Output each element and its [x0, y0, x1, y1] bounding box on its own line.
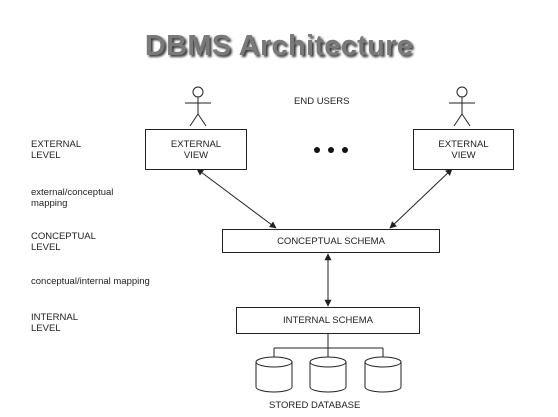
ext-left-to-conceptual-arrow: [196, 168, 277, 229]
user-icon: [185, 86, 211, 127]
page-title: DBMS Architecture: [144, 30, 414, 62]
external-view-left-line1: EXTERNAL: [170, 138, 222, 150]
ext-right-to-conceptual-arrow: [389, 168, 453, 229]
conceptual-level-label-line2: LEVEL: [31, 242, 61, 253]
database-cylinder-icon: [309, 356, 347, 393]
external-level-label-line1: EXTERNAL: [31, 139, 82, 150]
external-view-right-line1: EXTERNAL: [438, 138, 489, 150]
stored-database-label: STORED DATABASE: [269, 400, 361, 411]
end-users-label: END USERS: [294, 96, 350, 107]
external-view-right-box: EXTERNAL VIEW: [413, 129, 514, 170]
external-view-left-line2: VIEW: [183, 149, 209, 161]
internal-schema-box: INTERNAL SCHEMA: [236, 307, 420, 334]
user-icon: [449, 86, 475, 127]
external-level-label-line2: LEVEL: [31, 150, 61, 161]
internal-level-label: INTERNAL LEVEL: [31, 312, 78, 334]
database-connector: [273, 334, 384, 358]
database-cylinder-icon: [364, 356, 402, 393]
internal-level-label-line1: INTERNAL: [31, 312, 78, 323]
external-view-left-box: EXTERNAL VIEW: [145, 129, 247, 170]
conceptual-level-label: CONCEPTUAL LEVEL: [31, 231, 96, 253]
conceptual-schema-box: CONCEPTUAL SCHEMA: [222, 229, 440, 253]
conceptual-internal-mapping-label: conceptual/internal mapping: [31, 276, 150, 287]
ext-conc-mapping-line2: mapping: [31, 198, 68, 209]
database-cylinder-icon: [255, 356, 293, 393]
external-conceptual-mapping-label: external/conceptual mapping: [31, 187, 113, 209]
ext-conc-mapping-line1: external/conceptual: [31, 187, 114, 198]
ellipsis-icon: [314, 147, 348, 153]
external-view-right-line2: VIEW: [451, 149, 476, 161]
external-level-label: EXTERNAL LEVEL: [31, 139, 81, 161]
conceptual-level-label-line1: CONCEPTUAL: [31, 231, 96, 242]
internal-level-label-line2: LEVEL: [31, 323, 61, 334]
